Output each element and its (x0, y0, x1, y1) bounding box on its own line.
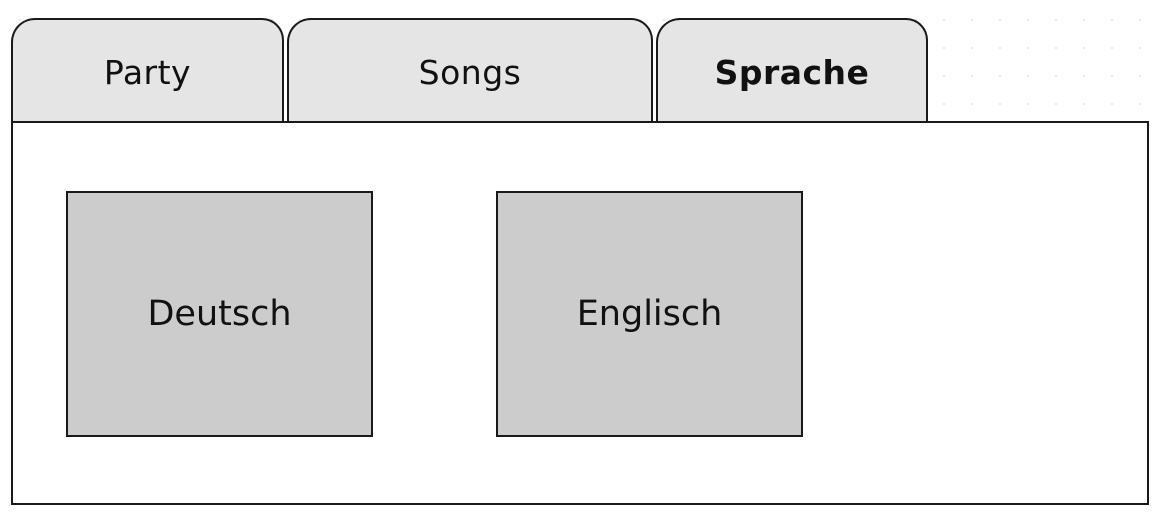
language-panel: Deutsch Englisch (11, 121, 1149, 505)
tab-bar: Party Songs Sprache (0, 0, 1155, 130)
tab-songs-label: Songs (418, 52, 522, 92)
englisch-button[interactable]: Englisch (496, 191, 803, 437)
tab-sprache-label: Sprache (714, 52, 870, 92)
tab-party-label: Party (103, 52, 192, 92)
englisch-button-label: Englisch (576, 294, 723, 334)
deutsch-button-label: Deutsch (147, 294, 292, 334)
tab-songs[interactable]: Songs (287, 18, 653, 126)
tab-sprache[interactable]: Sprache (656, 18, 928, 126)
deutsch-button[interactable]: Deutsch (66, 191, 373, 437)
tab-party[interactable]: Party (11, 18, 284, 126)
